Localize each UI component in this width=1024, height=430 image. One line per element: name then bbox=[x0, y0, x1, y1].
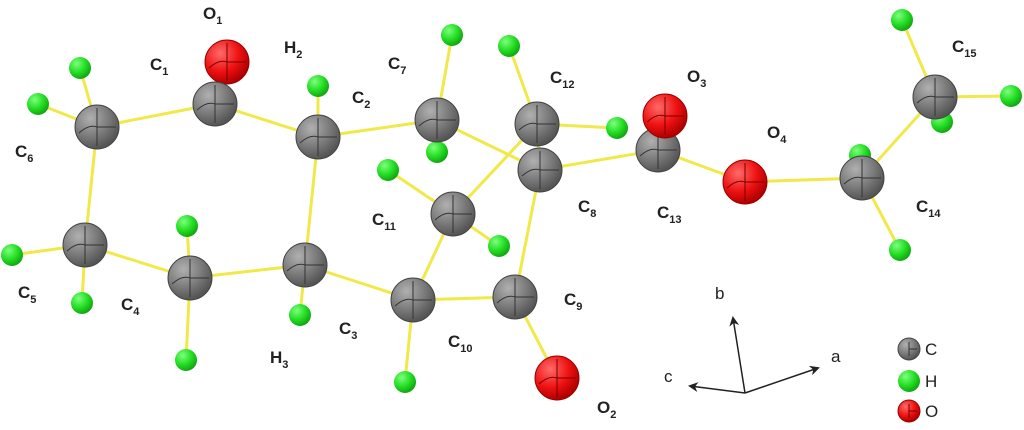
atom-hi bbox=[498, 35, 520, 57]
atom-ha bbox=[69, 57, 91, 79]
legend: C H O bbox=[897, 337, 938, 423]
axis-b-arrow bbox=[729, 316, 746, 394]
legend-item-hydrogen: H bbox=[898, 370, 937, 392]
atom-o4 bbox=[722, 159, 768, 205]
atom-label-c2: C2 bbox=[352, 88, 370, 111]
atom-label-h2: H2 bbox=[284, 38, 302, 61]
atom-o2 bbox=[534, 355, 580, 401]
atom-c1 bbox=[192, 81, 238, 127]
atoms-layer bbox=[1, 9, 1022, 401]
atom-label-h3: H3 bbox=[270, 348, 288, 371]
atom-label-c9: C9 bbox=[564, 290, 582, 313]
legend-item-carbon: C bbox=[897, 337, 937, 361]
legend-item-oxygen: O bbox=[897, 399, 938, 423]
atom-label-c5: C5 bbox=[18, 283, 36, 306]
atom-label-c1: C1 bbox=[150, 55, 168, 78]
axis-a-label: a bbox=[831, 347, 841, 366]
atom-label-c3: C3 bbox=[339, 319, 357, 342]
atom-c12 bbox=[514, 101, 560, 147]
atom-label-o1: O1 bbox=[203, 4, 222, 27]
legend-hydrogen-swatch bbox=[898, 370, 920, 392]
atom-label-c4: C4 bbox=[121, 295, 140, 318]
legend-oxygen-label: O bbox=[925, 402, 938, 421]
atom-c11 bbox=[430, 191, 476, 237]
atom-hm bbox=[394, 371, 416, 393]
axis-c-arrow bbox=[688, 382, 746, 394]
atom-label-c10: C10 bbox=[448, 332, 473, 355]
legend-hydrogen-label: H bbox=[925, 372, 937, 391]
atom-ho bbox=[889, 239, 911, 261]
legend-carbon-label: C bbox=[925, 340, 937, 359]
atom-label-o2: O2 bbox=[597, 398, 616, 421]
atom-hp bbox=[891, 9, 913, 31]
atom-hj bbox=[606, 117, 628, 139]
axis-a-arrow bbox=[744, 365, 820, 394]
atom-c2 bbox=[295, 114, 341, 160]
atom-hl bbox=[488, 235, 510, 257]
atom-h2 bbox=[307, 75, 329, 97]
axis-b-label: b bbox=[715, 284, 724, 303]
atom-hh bbox=[426, 141, 448, 163]
atom-c13 bbox=[635, 127, 681, 173]
atom-hf bbox=[175, 349, 197, 371]
atom-label-c13: C13 bbox=[657, 203, 682, 226]
atom-label-c6: C6 bbox=[15, 142, 33, 165]
atom-label-c8: C8 bbox=[578, 197, 596, 220]
atom-label-c12: C12 bbox=[550, 68, 575, 91]
axis-c-label: c bbox=[664, 367, 673, 386]
atom-c5 bbox=[62, 222, 108, 268]
atom-o3 bbox=[642, 93, 688, 139]
atom-hb bbox=[27, 93, 49, 115]
atom-label-c14: C14 bbox=[916, 197, 941, 220]
atom-hg bbox=[441, 24, 463, 46]
atom-c9 bbox=[492, 274, 538, 320]
atom-c4 bbox=[167, 255, 213, 301]
atom-hq bbox=[1000, 85, 1022, 107]
atom-c8 bbox=[517, 147, 563, 193]
atom-h3 bbox=[289, 304, 311, 326]
atom-he bbox=[176, 215, 198, 237]
atom-c14 bbox=[839, 155, 885, 201]
atom-c10 bbox=[390, 277, 436, 323]
atom-hd bbox=[71, 292, 93, 314]
atom-o1 bbox=[204, 39, 250, 85]
axis-indicator: b a c bbox=[664, 284, 841, 394]
atom-c15 bbox=[912, 74, 958, 120]
atom-c7 bbox=[414, 97, 460, 143]
atom-label-o3: O3 bbox=[687, 67, 706, 90]
atom-c3 bbox=[282, 242, 328, 288]
atom-label-o4: O4 bbox=[767, 123, 787, 146]
atom-c6 bbox=[74, 104, 120, 150]
atom-hk bbox=[377, 159, 399, 181]
atom-label-c7: C7 bbox=[388, 54, 406, 77]
atom-label-c15: C15 bbox=[952, 37, 977, 60]
atom-label-c11: C11 bbox=[372, 210, 396, 233]
atom-hc bbox=[1, 244, 23, 266]
